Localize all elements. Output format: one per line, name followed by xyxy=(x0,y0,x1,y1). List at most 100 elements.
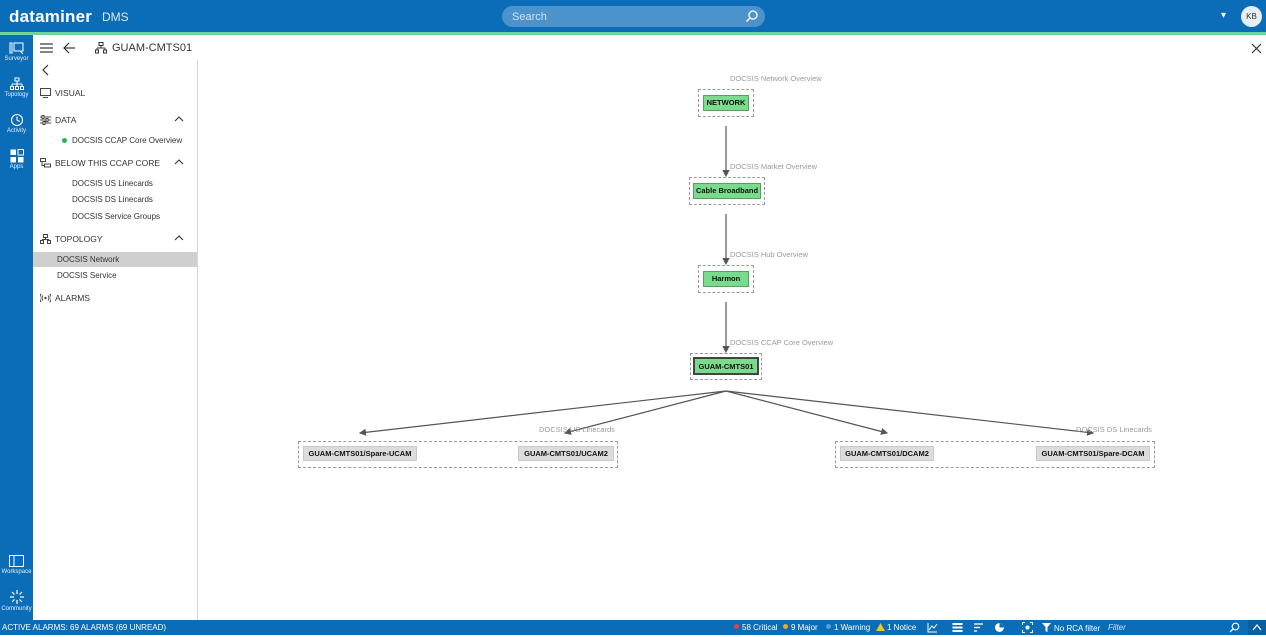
level-label-network-overview: DOCSIS Network Overview xyxy=(730,74,822,83)
panel-divider xyxy=(197,60,198,620)
rail-item-community[interactable]: Community xyxy=(0,586,33,622)
chevron-up-icon[interactable] xyxy=(174,114,184,124)
connector-ccap-ucam2 xyxy=(563,390,727,435)
node-dcam2[interactable]: GUAM-CMTS01/DCAM2 xyxy=(840,446,934,461)
search-box[interactable] xyxy=(502,6,765,27)
section-data-label: DATA xyxy=(55,115,77,125)
search-input[interactable] xyxy=(512,9,732,24)
topology-diagram: DOCSIS Network Overview NETWORK DOCSIS M… xyxy=(198,60,1266,620)
warning-dot xyxy=(826,624,831,629)
sort-icon[interactable] xyxy=(973,622,984,633)
rail-item-workspace[interactable]: Workspace xyxy=(0,551,33,587)
alarm-count-major[interactable]: 9 Major xyxy=(783,623,818,632)
nav-item-docsis-ds-linecards[interactable]: DOCSIS DS Linecards xyxy=(72,195,153,204)
rail-item-surveyor[interactable]: Surveyor xyxy=(0,38,33,74)
status-dot xyxy=(62,138,67,143)
activity-icon xyxy=(10,113,23,127)
search-icon[interactable] xyxy=(1229,622,1240,633)
node-harmon[interactable]: Harmon xyxy=(703,271,749,287)
node-ucam2[interactable]: GUAM-CMTS01/UCAM2 xyxy=(518,446,614,461)
node-guam-cmts01[interactable]: GUAM-CMTS01 xyxy=(693,357,759,375)
section-below-ccap-core-label: BELOW THIS CCAP CORE xyxy=(55,158,161,168)
rail-item-apps[interactable]: Apps xyxy=(0,146,33,182)
node-frame-network xyxy=(698,89,754,117)
node-frame-cable-broadband xyxy=(689,177,765,205)
major-dot xyxy=(783,624,788,629)
hierarchy-icon xyxy=(40,158,51,168)
node-cable-broadband[interactable]: Cable Broadband xyxy=(693,183,761,199)
node-spare-ucam[interactable]: GUAM-CMTS01/Spare-UCAM xyxy=(303,446,417,461)
section-data[interactable]: DATA xyxy=(40,114,190,128)
nav-item-docsis-us-linecards[interactable]: DOCSIS US Linecards xyxy=(72,179,153,188)
pie-chart-icon[interactable] xyxy=(994,622,1005,633)
nav-item-docsis-service[interactable]: DOCSIS Service xyxy=(57,271,117,280)
chevron-up-icon xyxy=(1252,624,1262,631)
user-menu-chevron-icon[interactable]: ▾ xyxy=(1221,10,1227,21)
nav-item-docsis-network[interactable]: DOCSIS Network xyxy=(57,255,120,264)
top-bar: dataminer DMS ▾ KB xyxy=(0,0,1266,32)
top-bar-accent xyxy=(0,32,1266,35)
rail-label-community: Community xyxy=(1,606,32,612)
status-bar: ACTIVE ALARMS: 69 ALARMS (69 UNREAD) 58 … xyxy=(0,620,1266,635)
topology-icon xyxy=(95,42,107,54)
node-spare-dcam[interactable]: GUAM-CMTS01/Spare-DCAM xyxy=(1036,446,1150,461)
app-logo-subtitle: DMS xyxy=(102,10,129,24)
expand-alarm-console-button[interactable] xyxy=(1248,620,1266,635)
panel-collapse-chevron-icon[interactable] xyxy=(40,64,52,76)
rca-filter-label: No RCA filter xyxy=(1054,624,1101,633)
rca-filter-toggle[interactable]: No RCA filter xyxy=(1042,623,1100,633)
sliders-icon xyxy=(40,115,51,125)
alarm-count-critical[interactable]: 58 Critical xyxy=(734,623,778,632)
node-frame-harmon xyxy=(698,265,754,293)
filter-funnel-icon xyxy=(1042,623,1051,632)
search-icon[interactable] xyxy=(745,9,759,23)
nav-item-docsis-ccap-core-overview[interactable]: DOCSIS CCAP Core Overview xyxy=(72,136,183,145)
rail-label-surveyor: Surveyor xyxy=(4,56,29,62)
section-visual[interactable]: VISUAL xyxy=(40,87,190,101)
section-topology-label: TOPOLOGY xyxy=(55,234,103,244)
level-label-ccap-core-overview: DOCSIS CCAP Core Overview xyxy=(730,338,834,347)
section-topology[interactable]: TOPOLOGY xyxy=(40,233,190,247)
major-label: 9 Major xyxy=(791,623,818,632)
chevron-up-icon[interactable] xyxy=(174,157,184,167)
topology-icon xyxy=(40,234,51,244)
nav-item-docsis-service-groups[interactable]: DOCSIS Service Groups xyxy=(72,212,161,221)
hamburger-menu-icon[interactable] xyxy=(40,42,53,54)
rail-label-workspace: Workspace xyxy=(1,569,32,575)
group-label-us-linecards: DOCSIS US Linecards xyxy=(539,425,615,434)
focus-target-icon[interactable] xyxy=(1022,622,1033,633)
alarm-count-warning[interactable]: 1 Warning xyxy=(826,623,870,632)
page-title: GUAM-CMTS01 xyxy=(112,42,193,54)
surveyor-icon xyxy=(9,42,23,55)
topology-icon xyxy=(9,77,24,90)
section-visual-label: VISUAL xyxy=(55,88,86,98)
active-alarms-summary[interactable]: ACTIVE ALARMS: 69 ALARMS (69 UNREAD) xyxy=(2,623,167,632)
section-alarms-label: ALARMS xyxy=(55,293,90,303)
trend-chart-icon[interactable] xyxy=(927,622,938,633)
section-below-ccap-core[interactable]: BELOW THIS CCAP CORE xyxy=(40,157,190,171)
critical-label: 58 Critical xyxy=(742,623,778,632)
app-logo[interactable]: dataminer xyxy=(9,7,93,26)
node-network[interactable]: NETWORK xyxy=(703,95,749,111)
chevron-up-icon[interactable] xyxy=(174,233,184,243)
alarm-count-notice[interactable]: 1 Notice xyxy=(876,623,916,632)
section-alarms[interactable]: ALARMS xyxy=(40,292,190,306)
nav-selected-highlight xyxy=(33,252,197,267)
node-frame-guam-cmts01 xyxy=(690,353,762,380)
list-view-icon[interactable] xyxy=(952,622,963,633)
app-rail: Surveyor Topology Activity Apps xyxy=(0,35,33,620)
close-icon[interactable] xyxy=(1251,43,1262,54)
group-frame-ds-linecards xyxy=(835,441,1155,468)
alarm-filter-input[interactable] xyxy=(1108,621,1243,633)
rail-item-activity[interactable]: Activity xyxy=(0,110,33,146)
rail-item-topology[interactable]: Topology xyxy=(0,74,33,110)
connector-ccap-spare-ucam xyxy=(358,390,727,436)
user-avatar[interactable]: KB xyxy=(1241,6,1262,27)
workspace-icon xyxy=(9,555,24,567)
rail-label-topology: Topology xyxy=(4,92,29,98)
group-frame-us-linecards xyxy=(298,441,618,468)
back-arrow-icon[interactable] xyxy=(63,42,76,54)
level-label-hub-overview: DOCSIS Hub Overview xyxy=(730,250,808,259)
alarm-broadcast-icon xyxy=(40,293,51,303)
monitor-icon xyxy=(40,88,51,98)
